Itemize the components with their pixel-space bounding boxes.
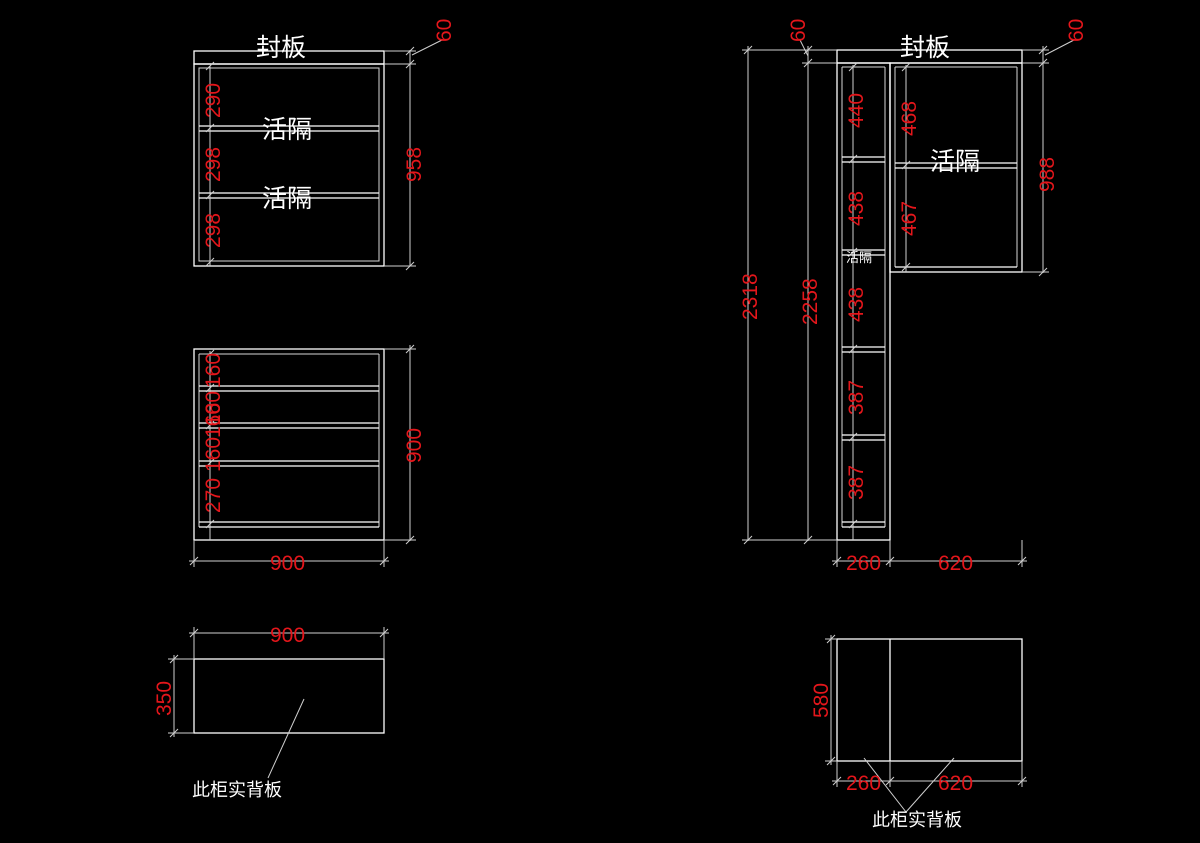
dim-width: 900 xyxy=(270,552,305,575)
dim-top: 60 xyxy=(433,19,456,42)
leader-line xyxy=(1044,39,1075,56)
dim-spacing: 270 xyxy=(202,478,225,513)
dim-width-narrow: 260 xyxy=(846,772,881,795)
left-plan-view xyxy=(168,627,389,779)
dim-spacing: 438 xyxy=(845,287,868,322)
shelf-label: 活隔 xyxy=(846,251,872,266)
note-leader xyxy=(267,698,305,779)
leader-line xyxy=(411,39,443,56)
dim-spacing: 160 xyxy=(202,353,225,388)
dim-spacing: 298 xyxy=(202,213,225,248)
dim-spacing: 468 xyxy=(898,101,921,136)
left-middle-cabinet xyxy=(189,344,416,567)
plan-outline xyxy=(836,638,1023,762)
dim-spacing: 438 xyxy=(845,191,868,226)
top-cover-label: 封板 xyxy=(256,33,306,62)
shelf-label: 活隔 xyxy=(262,115,312,144)
back-panel-note: 此柜实背板 xyxy=(872,810,962,831)
back-panel-note: 此柜实背板 xyxy=(192,780,282,801)
shelf-label: 活隔 xyxy=(930,147,980,176)
cabinet-body xyxy=(193,348,385,541)
right-elevation xyxy=(742,39,1075,567)
dim-spacing: 387 xyxy=(845,380,868,415)
plan-outline xyxy=(193,658,385,734)
dim-width-wide: 620 xyxy=(938,552,973,575)
cabinet-inner xyxy=(198,67,380,262)
left-upper-cabinet xyxy=(193,39,443,271)
cabinet-body xyxy=(193,63,385,267)
top-cover-label: 封板 xyxy=(900,33,950,62)
dim-height: 900 xyxy=(403,428,426,463)
narrow-column xyxy=(836,62,891,541)
dim-spacing: 440 xyxy=(845,93,868,128)
dim-spacing: 290 xyxy=(202,83,225,118)
dim-spacing: 160 xyxy=(202,391,225,426)
dim-width-narrow: 260 xyxy=(846,552,881,575)
dim-top: 60 xyxy=(1065,19,1088,42)
dim-spacing: 387 xyxy=(845,465,868,500)
dim-upper-height: 988 xyxy=(1036,157,1059,192)
dim-height: 958 xyxy=(403,147,426,182)
right-plan-view xyxy=(825,634,1027,813)
note-leader xyxy=(863,757,907,813)
dim-width-wide: 620 xyxy=(938,772,973,795)
dim-inner-height: 2258 xyxy=(799,278,822,325)
dim-depth: 350 xyxy=(153,681,176,716)
shelf-label: 活隔 xyxy=(262,184,312,213)
dim-width: 900 xyxy=(270,624,305,647)
dim-total-height: 2318 xyxy=(739,273,762,320)
note-leader xyxy=(905,757,955,813)
dim-depth: 580 xyxy=(810,683,833,718)
dim-spacing: 467 xyxy=(898,201,921,236)
wide-upper-cabinet xyxy=(889,62,1023,273)
dim-top: 60 xyxy=(787,19,810,42)
dim-spacing: 298 xyxy=(202,147,225,182)
dim-spacing: 160 xyxy=(202,403,225,438)
dim-spacing: 160 xyxy=(202,437,225,472)
